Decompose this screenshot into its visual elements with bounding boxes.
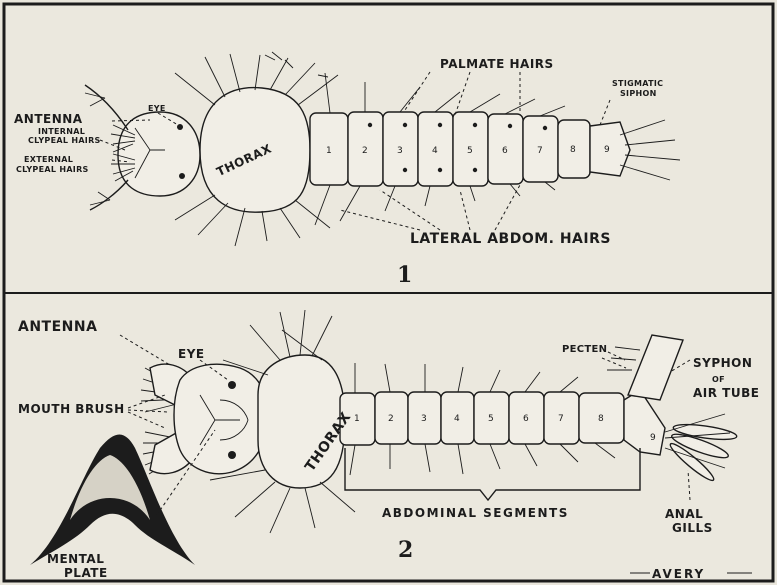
fig2-label-eye: EYE <box>178 347 205 361</box>
fig2-label-pecten: PECTEN <box>562 344 607 355</box>
fig1-label-siphon: SIPHON <box>620 89 657 98</box>
fig1-segment-1: 1 <box>326 146 332 156</box>
fig2-segment-4: 4 <box>454 414 460 424</box>
fig2-head <box>174 364 268 474</box>
fig2-segment-1: 1 <box>354 414 360 424</box>
fig2-label-plate: PLATE <box>64 566 108 580</box>
fig2-segment-5: 5 <box>488 414 494 424</box>
fig1-label-external-clypeal-1: EXTERNAL <box>24 155 73 164</box>
fig1-number: 1 <box>397 262 412 288</box>
fig1-label-stigmatic: STIGMATIC <box>612 79 663 88</box>
fig2-segment-3: 3 <box>421 414 427 424</box>
fig2-label-anal: ANAL <box>665 507 703 521</box>
fig1-label-palmate-hairs: PALMATE HAIRS <box>440 57 554 71</box>
fig2-segment-2: 2 <box>388 414 394 424</box>
fig1-segment-9: 9 <box>604 145 610 155</box>
fig2-label-air-tube: AIR TUBE <box>693 386 759 400</box>
fig1-segment-4: 4 <box>432 146 438 156</box>
fig1-segment-2: 2 <box>362 146 368 156</box>
fig2-segment-6: 6 <box>523 414 529 424</box>
fig1-eye <box>177 124 183 130</box>
fig1-label-internal-clypeal-2: CLYPEAL HAIRS <box>28 136 101 145</box>
fig2-label-syphon: SYPHON <box>693 356 752 370</box>
fig2-label-abdominal-segments: ABDOMINAL SEGMENTS <box>382 506 569 520</box>
fig1-label-eye: EYE <box>148 104 166 113</box>
fig1-segment-5: 5 <box>467 146 473 156</box>
fig1-label-antenna: ANTENNA <box>14 112 83 126</box>
fig2-label-gills: GILLS <box>672 521 713 535</box>
fig1-segment-3: 3 <box>397 146 403 156</box>
fig2-segment-9: 9 <box>650 433 656 443</box>
fig1-segment-7: 7 <box>537 146 543 156</box>
fig1-head <box>118 112 200 196</box>
fig2-segment-7: 7 <box>558 414 564 424</box>
fig2-eye <box>228 381 236 389</box>
fig1-segment-8: 8 <box>570 145 576 155</box>
fig1-label-internal-clypeal-1: INTERNAL <box>38 127 85 136</box>
fig2-label-or: OF <box>712 375 725 384</box>
fig2-number: 2 <box>398 537 413 563</box>
fig2-label-mental: MENTAL <box>47 552 104 566</box>
fig2-label-mouth-brush: MOUTH BRUSH <box>18 402 125 416</box>
artist-signature: AVERY <box>652 567 705 581</box>
fig1-segment-6: 6 <box>502 146 508 156</box>
fig2-label-antenna: ANTENNA <box>18 319 97 335</box>
fig1-label-lateral-abdom-hairs: LATERAL ABDOM. HAIRS <box>410 231 611 247</box>
fig1-label-external-clypeal-2: CLYPEAL HAIRS <box>16 165 89 174</box>
fig2-segment-8: 8 <box>598 414 604 424</box>
